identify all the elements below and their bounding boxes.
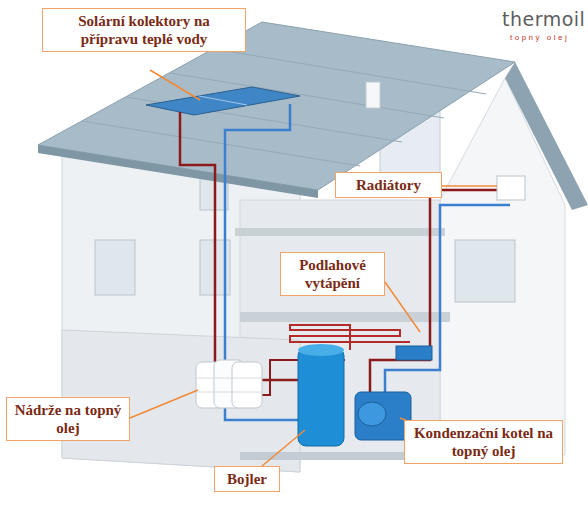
callout-text: Solární kolektory na přípravu teplé vody [48,12,240,48]
callout-box: Kondenzační kotel na topný olej [404,420,563,464]
callout-box: Bojler [214,466,280,492]
oil-tanks [196,360,262,408]
callout-text: Nádrže na topný olej [12,401,124,437]
window [455,240,515,302]
callout-box: Radiátory [335,172,442,198]
pump-group [396,346,432,360]
callout-box: Solární kolektory na přípravu teplé vody [42,8,246,52]
window [95,240,135,295]
pipes [180,104,510,420]
callout-box: Podlahové vytápění [280,252,385,296]
solar-collector [146,87,300,115]
callout-text: Podlahové vytápění [286,256,379,292]
callout-text: Radiátory [341,176,436,194]
radiator [497,176,525,200]
callout-text: Bojler [220,470,274,488]
logo-tagline: topný olej [510,33,569,42]
leader-lines [130,70,497,466]
callout-text: Kondenzační kotel na topný olej [410,424,557,460]
upper-floor-slab [235,228,445,236]
chimney [366,82,380,108]
radiator-body [497,176,525,200]
logo-wordmark: thermoil [502,8,585,30]
callout-box: Nádrže na topný olej [6,397,130,441]
ground-floor-slab [240,312,450,322]
collector-divider [199,96,247,105]
roof-fascia [38,145,318,198]
roof-seams [82,49,486,166]
